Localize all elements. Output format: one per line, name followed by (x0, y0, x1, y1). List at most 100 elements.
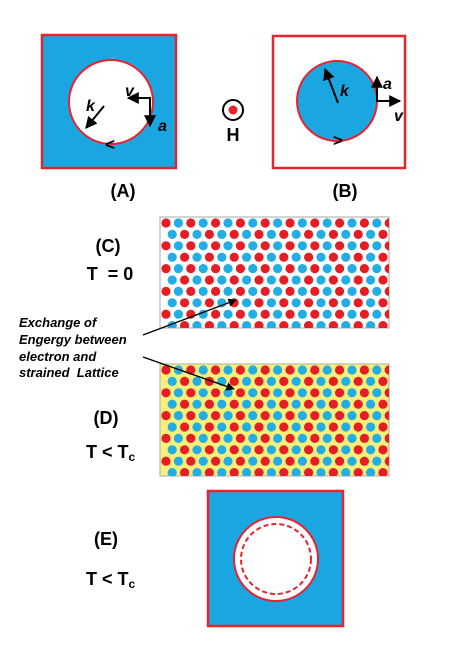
lattice-d-atom (192, 376, 202, 386)
lattice-c-atom (335, 309, 345, 319)
lattice-c-atom (254, 298, 264, 308)
lattice-c-atom (161, 218, 171, 228)
lattice-d-atom (291, 399, 301, 409)
lattice-d-atom (260, 388, 270, 398)
lattice-d-atom (291, 376, 301, 386)
panel-a-hole (68, 59, 154, 145)
lattice-d-atom (279, 422, 289, 432)
lattice-d-atom (204, 399, 214, 409)
lattice-c-atom (235, 309, 245, 319)
lattice-d-atom (248, 388, 258, 398)
lattice-c-atom (211, 218, 221, 228)
lattice-c-atom (180, 229, 190, 239)
lattice-c-atom (328, 229, 338, 239)
lattice-c-atom (229, 298, 239, 308)
lattice-d-atom (235, 388, 245, 398)
lattice-d-atom (366, 468, 376, 476)
lattice-c-atom (353, 275, 363, 285)
lattice-d-atom (217, 445, 227, 455)
lattice-c-atom (291, 275, 301, 285)
lattice-c-atom (173, 218, 183, 228)
lattice-c-atom (229, 229, 239, 239)
lattice-d-atom (366, 399, 376, 409)
lattice-d-atom (248, 411, 258, 421)
lattice-d-atom (341, 422, 351, 432)
lattice-d-atom (273, 456, 283, 466)
lattice-d-atom (242, 399, 252, 409)
lattice-c-atom (186, 264, 196, 274)
lattice-c-atom (223, 286, 233, 296)
lattice-c-atom (297, 286, 307, 296)
lattice-c-atom (372, 264, 382, 274)
panel-c-label: (C) (96, 236, 121, 256)
lattice-c-atom (186, 241, 196, 251)
panel-c-temperature: T = 0 (87, 264, 134, 284)
lattice-c-atom (198, 241, 208, 251)
lattice-c-atom (260, 264, 270, 274)
lattice-d-atom (180, 399, 190, 409)
lattice-d-atom (266, 399, 276, 409)
panel-e-dashed-ring (240, 523, 312, 595)
lattice-c-atom (266, 252, 276, 262)
lattice-d-atom (235, 433, 245, 443)
annotation-arrow-to-c (142, 298, 237, 336)
lattice-d-atom (304, 376, 314, 386)
lattice-c-atom (310, 286, 320, 296)
lattice-d-atom (297, 411, 307, 421)
lattice-d-atom (211, 411, 221, 421)
lattice-d-atom (173, 411, 183, 421)
lattice-c-atom (204, 275, 214, 285)
lattice-d-atom (384, 456, 389, 466)
lattice-c-atom (161, 309, 171, 319)
lattice-c-atom (266, 321, 276, 328)
lattice-d-atom (198, 433, 208, 443)
lattice-c-atom (217, 321, 227, 328)
lattice-d-atom (223, 433, 233, 443)
lattice-c-atom (254, 229, 264, 239)
lattice-c-atom (341, 275, 351, 285)
panel-d-label: (D) (94, 408, 119, 428)
lattice-d-atom (211, 388, 221, 398)
lattice-d-atom (223, 388, 233, 398)
panel-d-temp-main: T < T (86, 442, 129, 462)
lattice-c-atom (322, 286, 332, 296)
lattice-d-atom (322, 388, 332, 398)
lattice-d-atom (310, 411, 320, 421)
lattice-c-atom (223, 241, 233, 251)
lattice-c-atom (359, 241, 369, 251)
lattice-d-atom (378, 399, 388, 409)
lattice-c-atom (266, 229, 276, 239)
lattice-c-atom (378, 298, 388, 308)
lattice-c-atom (310, 241, 320, 251)
lattice-d-atom (310, 388, 320, 398)
annotation-line-1: Exchange of (19, 315, 98, 330)
lattice-c-atom (353, 252, 363, 262)
lattice-c-atom (192, 275, 202, 285)
lattice-c-atom (341, 229, 351, 239)
lattice-c-atom (167, 298, 177, 308)
lattice-c-atom (322, 264, 332, 274)
lattice-c-atom (173, 309, 183, 319)
annotation-line-4: strained Lattice (19, 365, 119, 380)
lattice-c-atom (310, 309, 320, 319)
lattice-c-atom (384, 218, 389, 228)
lattice-d-atom (229, 468, 239, 476)
lattice-d-atom (353, 422, 363, 432)
lattice-d-atom (316, 376, 326, 386)
lattice-d-atom (372, 456, 382, 466)
lattice-d-atom (266, 468, 276, 476)
lattice-c-atom (223, 218, 233, 228)
lattice-c-atom (279, 321, 289, 328)
lattice-c-atom (235, 218, 245, 228)
lattice-c-atom (235, 286, 245, 296)
lattice-c-atom (316, 321, 326, 328)
lattice-c-atom (359, 309, 369, 319)
lattice-c-atom (204, 252, 214, 262)
lattice-d-atom (180, 376, 190, 386)
lattice-d-atom (279, 399, 289, 409)
lattice-c-atom (217, 229, 227, 239)
lattice-d-atom (254, 445, 264, 455)
lattice-d-atom (353, 399, 363, 409)
lattice-c-atom (192, 252, 202, 262)
lattice-d-atom (248, 456, 258, 466)
